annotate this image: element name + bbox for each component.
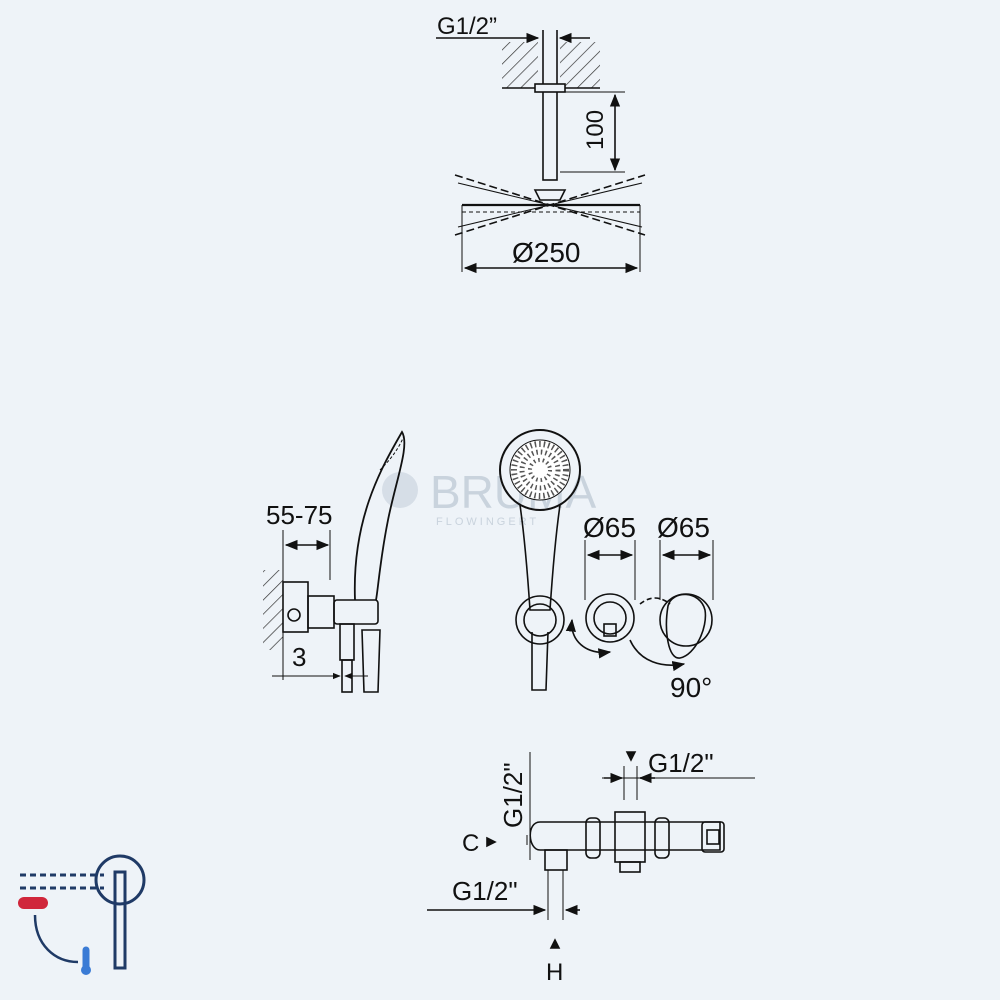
hot-water-icon xyxy=(18,897,48,909)
top-right-thread-label: G1/2" xyxy=(648,748,714,778)
bottom-thread-label: G1/2" xyxy=(452,876,518,906)
shower-head-face xyxy=(499,429,581,511)
bottom-view xyxy=(427,751,755,949)
center-connector xyxy=(614,811,646,863)
valve-body xyxy=(529,821,721,851)
knob-diameter-1-label: Ø65 xyxy=(583,512,636,543)
outlet-pipe xyxy=(544,849,568,871)
watermark-drop-icon xyxy=(382,472,418,508)
ceiling-hatch-left xyxy=(502,42,538,88)
wall-hatch xyxy=(263,570,283,650)
mixer-valve xyxy=(287,608,301,622)
mixer-diagram-icon xyxy=(18,854,146,975)
rotation-arrow-2 xyxy=(629,639,686,672)
lever-handle xyxy=(665,593,707,659)
ceiling-shower-view xyxy=(436,30,646,274)
arm-length-label: 100 xyxy=(582,110,609,150)
offset-label: 3 xyxy=(292,642,306,672)
h-label: H xyxy=(546,959,563,986)
rotation-label: 90° xyxy=(670,672,712,703)
watermark-tagline: FLOWINGERT xyxy=(436,516,539,528)
wall-holder xyxy=(515,595,565,645)
wall-depth-label: 55-75 xyxy=(266,500,333,530)
hand-shower-side xyxy=(353,430,406,601)
vertical-thread-label: G1/2" xyxy=(498,762,528,828)
side-view xyxy=(263,430,406,693)
knob-diameter-2-label: Ø65 xyxy=(657,512,710,543)
handle-holder xyxy=(333,599,379,625)
rotation-arrow-1 xyxy=(565,618,612,659)
c-label: C xyxy=(462,830,479,857)
ceiling-hatch-right xyxy=(560,42,600,88)
thread-label: G1/2” xyxy=(437,13,497,40)
head-diameter-label: Ø250 xyxy=(512,237,581,268)
shower-arm xyxy=(542,87,558,181)
knob-view xyxy=(565,540,714,672)
front-view-hand-shower xyxy=(499,429,581,691)
hand-shower-handle xyxy=(519,504,561,611)
mixer-body xyxy=(282,581,309,633)
